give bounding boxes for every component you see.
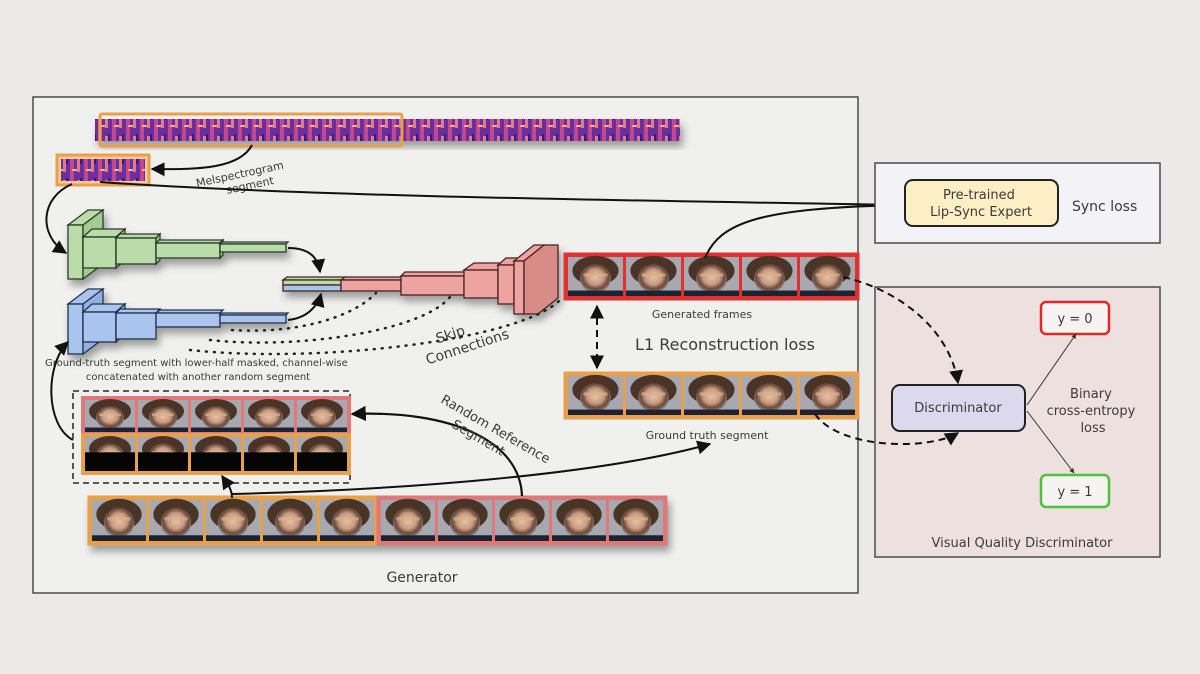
ground-truth-to-discriminator-arrow bbox=[814, 413, 960, 446]
mel-to-audio-encoder-arrow bbox=[45, 183, 73, 254]
face-frame bbox=[85, 435, 135, 471]
face-frame bbox=[800, 374, 855, 415]
face-frame bbox=[626, 255, 681, 296]
discriminator-node bbox=[891, 384, 1026, 432]
lip-sync-expert bbox=[904, 179, 1059, 227]
ground-truth-frames bbox=[563, 371, 860, 420]
input-to-face-encoder-arrow bbox=[50, 341, 74, 441]
face-embedding-arrow bbox=[287, 292, 325, 321]
face-frame bbox=[191, 435, 241, 471]
audio-encoder bbox=[66, 208, 290, 281]
audio-embedding-arrow bbox=[287, 247, 326, 274]
sequence-to-masked-arrow bbox=[221, 474, 235, 499]
face-frame bbox=[92, 498, 146, 541]
segment-arrow bbox=[150, 144, 253, 177]
face-frame bbox=[206, 498, 260, 541]
discriminator-title: Visual Quality Discriminator bbox=[932, 536, 1114, 551]
face-frame bbox=[138, 435, 188, 471]
video-sequence bbox=[87, 495, 668, 546]
generated-frames-label: Generated frames bbox=[652, 308, 752, 321]
face-frame bbox=[244, 435, 294, 471]
face-frame bbox=[568, 374, 623, 415]
face-encoder bbox=[66, 287, 290, 356]
face-frame bbox=[138, 399, 188, 432]
face-frame bbox=[684, 374, 739, 415]
generator-title: Generator bbox=[386, 570, 457, 586]
face-frame bbox=[263, 498, 317, 541]
full-melspectrogram bbox=[95, 119, 680, 141]
l1-loss-label: L1 Reconstruction loss bbox=[635, 335, 815, 354]
face-frame bbox=[85, 399, 135, 432]
fake-label: y = 0 bbox=[1057, 312, 1092, 327]
face-frame bbox=[297, 399, 347, 432]
mel-to-sync-expert-arrow bbox=[99, 181, 905, 212]
discriminator-label: Discriminator bbox=[914, 401, 1002, 416]
face-frame bbox=[320, 498, 374, 541]
face-frame bbox=[568, 255, 623, 296]
sequence-to-ground-truth-arrow bbox=[231, 440, 712, 495]
input-caption: Ground-truth segment with lower-half mas… bbox=[45, 358, 351, 383]
reference-segment-arrow bbox=[350, 405, 524, 497]
face-decoder bbox=[281, 244, 559, 315]
face-frame bbox=[742, 255, 797, 296]
face-frame bbox=[609, 498, 663, 541]
face-frame bbox=[297, 435, 347, 471]
sync-loss-label: Sync loss bbox=[1072, 199, 1137, 215]
face-frame bbox=[684, 255, 739, 296]
generated-to-discriminator-arrow bbox=[842, 276, 964, 385]
bce-loss-label: Binary cross-entropy loss bbox=[1047, 387, 1140, 436]
real-label-box bbox=[1039, 473, 1111, 509]
face-frame bbox=[244, 399, 294, 432]
face-frame bbox=[626, 374, 681, 415]
real-label: y = 1 bbox=[1057, 485, 1092, 500]
face-frame bbox=[438, 498, 492, 541]
generated-to-sync-arrow bbox=[704, 204, 904, 259]
face-frame bbox=[149, 498, 203, 541]
face-frame bbox=[495, 498, 549, 541]
face-frame bbox=[742, 374, 797, 415]
face-frame bbox=[552, 498, 606, 541]
real-arrow bbox=[1026, 410, 1075, 474]
fake-arrow bbox=[1026, 333, 1077, 406]
reference-frames bbox=[81, 396, 351, 436]
generated-frames bbox=[563, 252, 860, 301]
ground-truth-label: Ground truth segment bbox=[646, 429, 769, 442]
face-frame bbox=[381, 498, 435, 541]
lip-sync-expert-label: Pre-trained Lip-Sync Expert bbox=[930, 188, 1032, 220]
face-frame bbox=[800, 255, 855, 296]
face-frame bbox=[191, 399, 241, 432]
skip-connections bbox=[188, 291, 562, 356]
melspectrogram-segment bbox=[55, 153, 151, 187]
masked-ground-truth-frames bbox=[81, 433, 351, 475]
